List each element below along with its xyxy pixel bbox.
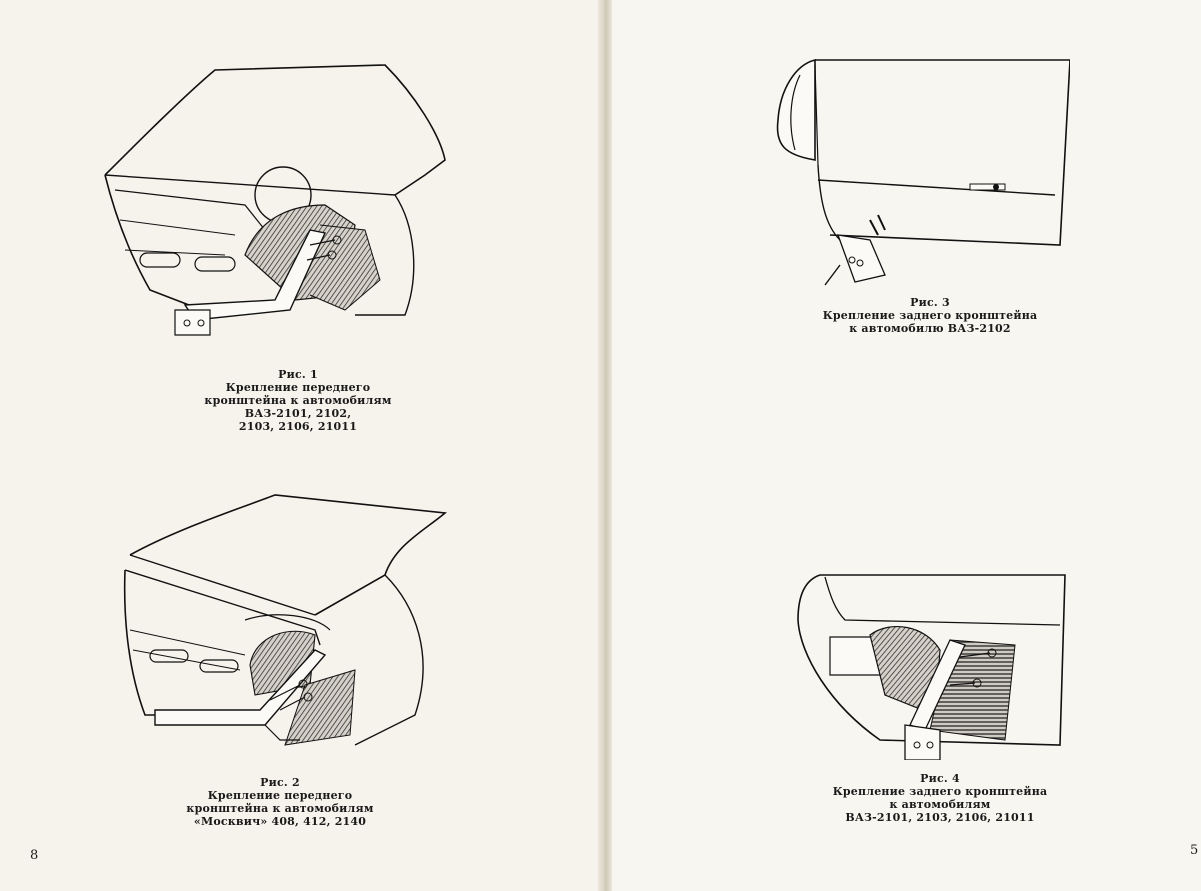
figure-3-label: Рис. 3 bbox=[910, 296, 950, 309]
figure-4-caption: Рис. 4 Крепление заднего кронштейна к ав… bbox=[830, 772, 1050, 824]
figure-2-line-1: Крепление переднего bbox=[207, 789, 353, 802]
figure-1-illustration bbox=[95, 55, 455, 345]
figure-2-illustration bbox=[115, 485, 455, 770]
page-number-right: 5 bbox=[1190, 843, 1199, 858]
figure-1-line-2: кронштейна к автомобилям bbox=[204, 394, 392, 407]
figure-1-caption: Рис. 1 Крепление переднего кронштейна к … bbox=[198, 368, 398, 433]
figure-4-label: Рис. 4 bbox=[920, 772, 960, 785]
figure-3-illustration bbox=[770, 50, 1070, 290]
figure-1-line-1: Крепление переднего bbox=[225, 381, 371, 394]
figure-2-label: Рис. 2 bbox=[260, 776, 300, 789]
figure-1-line-3: ВАЗ-2101, 2102, bbox=[244, 407, 352, 420]
figure-3-line-2: к автомобилю ВАЗ-2102 bbox=[849, 322, 1011, 335]
figure-3-line-1: Крепление заднего кронштейна bbox=[822, 309, 1038, 322]
page-number-left: 8 bbox=[30, 848, 39, 863]
figure-2-line-3: «Москвич» 408, 412, 2140 bbox=[193, 815, 367, 828]
figure-2-line-2: кронштейна к автомобилям bbox=[186, 802, 374, 815]
figure-1-label: Рис. 1 bbox=[278, 368, 318, 381]
figure-4-line-2: к автомобилям bbox=[889, 798, 991, 811]
right-page bbox=[603, 0, 1201, 891]
figure-4-line-1: Крепление заднего кронштейна bbox=[832, 785, 1048, 798]
figure-4-illustration bbox=[790, 565, 1070, 760]
book-spine bbox=[598, 0, 612, 891]
figure-2-caption: Рис. 2 Крепление переднего кронштейна к … bbox=[180, 776, 380, 828]
figure-4-line-3: ВАЗ-2101, 2103, 2106, 21011 bbox=[845, 811, 1035, 824]
figure-3-caption: Рис. 3 Крепление заднего кронштейна к ав… bbox=[820, 296, 1040, 335]
figure-1-line-4: 2103, 2106, 21011 bbox=[238, 420, 358, 433]
